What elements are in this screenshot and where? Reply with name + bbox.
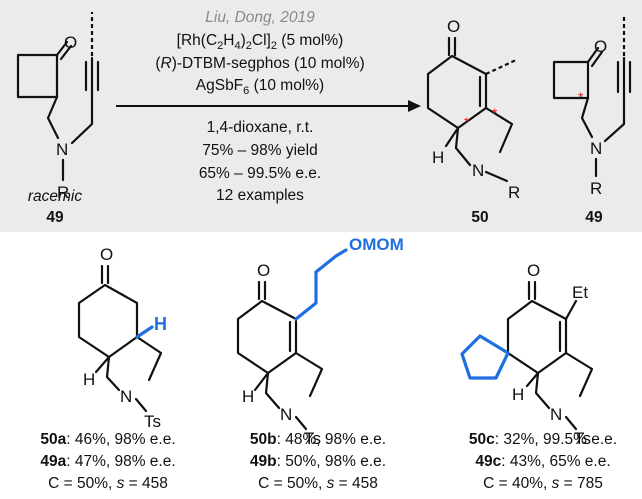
ex-a-hydrogen: H [83, 370, 95, 389]
result-recovered-line: 49a: 47%, 98% e.e. [40, 453, 175, 470]
product-50-number: 50 [471, 209, 488, 226]
substrate-number: 49 [46, 209, 64, 226]
substrate-structure: O N R [16, 12, 100, 202]
result-recovered-line: 49b: 50%, 98% e.e. [250, 453, 386, 470]
substrate-racemic-label: racemic [28, 188, 83, 205]
ex-a-oxygen: O [100, 245, 113, 264]
ex-b-ts: Ts [304, 429, 321, 448]
product-50-structure: O N R H * * [426, 17, 520, 202]
ee-text: 65% – 99.5% e.e. [199, 165, 321, 182]
example-50b-structure: O N Ts H OMOM [236, 235, 404, 448]
catalyst-text: [Rh(C2H4)2Cl]2 (5 mol%) [177, 32, 344, 52]
results-50b: 50b: 48%, 98% e.e. 49b: 50%, 98% e.e. C … [250, 431, 386, 492]
ex-a-blue-hydrogen: H [154, 314, 167, 334]
example-50a-structure: O N Ts H H [77, 245, 167, 431]
reaction-arrow [116, 100, 421, 112]
additive-text: AgSbF6 (10 mol%) [196, 77, 324, 97]
reaction-panel [0, 0, 642, 232]
ex-b-oxygen: O [257, 261, 270, 280]
product-50-nitrogen: N [472, 161, 484, 180]
product-50-oxygen: O [447, 17, 460, 36]
substrate-oxygen: O [64, 33, 77, 52]
ex-b-hydrogen: H [242, 387, 254, 406]
ex-b-omom: OMOM [349, 235, 404, 254]
stereocenter-star: * [464, 114, 470, 130]
result-product-line: 50a: 46%, 98% e.e. [40, 431, 175, 448]
recovered-49-structure: O * N R [552, 16, 632, 198]
result-product-line: 50c: 32%, 99.5% e.e. [469, 431, 617, 448]
ex-c-oxygen: O [527, 261, 540, 280]
recovered-49-r-group: R [590, 179, 602, 198]
ligand-text: (R)-DTBM-segphos (10 mol%) [155, 55, 364, 72]
yield-text: 75% – 98% yield [202, 142, 317, 159]
ex-c-et: Et [572, 283, 588, 302]
stereocenter-star: * [578, 89, 584, 105]
ex-b-nitrogen: N [280, 405, 292, 424]
example-50c-structure: O Et N Ts H [460, 261, 594, 448]
recovered-49-number: 49 [585, 209, 603, 226]
product-50-r-group: R [508, 183, 520, 202]
ex-a-ts: Ts [144, 412, 161, 431]
stereocenter-star: * [492, 105, 498, 121]
product-50-hydrogen: H [432, 148, 444, 167]
ex-c-hydrogen: H [512, 385, 524, 404]
recovered-49-oxygen: O [594, 37, 607, 56]
solvent-text: 1,4-dioxane, r.t. [207, 119, 314, 136]
result-product-line: 50b: 48%, 98% e.e. [250, 431, 386, 448]
result-selectivity-line: C = 40%, s = 785 [483, 475, 603, 492]
results-50c: 50c: 32%, 99.5% e.e. 49c: 43%, 65% e.e. … [469, 431, 617, 492]
result-selectivity-line: C = 50%, s = 458 [258, 475, 378, 492]
recovered-49-nitrogen: N [590, 139, 602, 158]
ex-a-nitrogen: N [120, 387, 132, 406]
ex-c-nitrogen: N [550, 405, 562, 424]
result-recovered-line: 49c: 43%, 65% e.e. [475, 453, 610, 470]
substrate-r-group: R [57, 183, 69, 202]
citation: Liu, Dong, 2019 [205, 9, 315, 26]
substrate-nitrogen: N [56, 140, 68, 159]
ex-c-ts: Ts [574, 429, 591, 448]
results-50a: 50a: 46%, 98% e.e. 49a: 47%, 98% e.e. C … [40, 431, 175, 492]
result-selectivity-line: C = 50%, s = 458 [48, 475, 168, 492]
examples-count: 12 examples [216, 187, 304, 204]
